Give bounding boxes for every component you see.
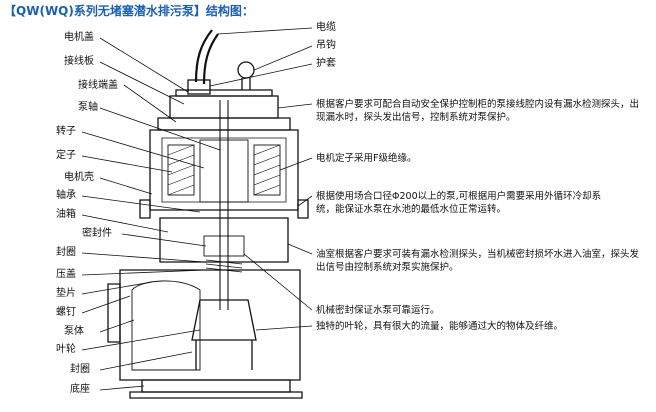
leader-stator <box>81 155 173 173</box>
title-model: QW(WQ)系列无堵塞潜水排污泵 <box>16 4 194 18</box>
leader-seal-note <box>243 253 313 311</box>
cable-drawing-2 <box>202 33 219 85</box>
cable-drawing <box>194 29 213 83</box>
label-terminal-cover: 接线端盖 <box>78 80 118 91</box>
leader-impeller-note <box>255 325 313 331</box>
pump-casing <box>119 269 301 381</box>
leader-bearing <box>81 195 201 213</box>
title-suffix: 结构图： <box>205 4 254 18</box>
stator-left <box>167 144 195 196</box>
leader-base <box>99 385 145 391</box>
base <box>141 379 291 393</box>
hook-stem <box>241 78 251 90</box>
volute <box>131 280 201 371</box>
label-pump-casing: 泵体 <box>64 326 84 337</box>
label-o-ring-2: 封圈 <box>70 364 90 375</box>
leader-shaft <box>99 107 221 151</box>
leader-rotor <box>81 131 205 169</box>
leader-seal <box>121 233 207 247</box>
cable-gland <box>187 79 211 95</box>
label-o-ring: 封圈 <box>56 247 76 258</box>
label-impeller: 叶轮 <box>56 344 76 355</box>
leader-o-ring <box>81 252 205 263</box>
leader-oil-note <box>287 243 313 255</box>
motor-cover <box>175 89 273 97</box>
page-title: 【QW(WQ)系列无堵塞潜水排污泵】结构图： <box>4 2 254 18</box>
label-terminal-board: 接线板 <box>64 56 94 67</box>
impeller <box>191 299 257 341</box>
oil-chamber <box>159 217 289 263</box>
label-rotor: 转子 <box>56 126 76 137</box>
label-gland: 压盖 <box>56 269 76 280</box>
leader-motor-cover <box>99 37 189 93</box>
note-leak-probe: 根据客户要求可配合自动安全保护控制柜的泵接线腔内设有漏水检测探头，出现漏水时，探… <box>316 99 640 123</box>
housing-flange-right <box>297 199 309 219</box>
stator-hatch-right <box>253 144 281 196</box>
leader-gasket <box>81 281 153 295</box>
leader-terminal-cover <box>123 84 177 123</box>
leader-impeller <box>81 329 201 351</box>
note-mechanical-seal: 机械密封保证水泵可靠运行。 <box>316 305 440 316</box>
housing-flange-left <box>139 199 151 219</box>
note-stator-insulation: 电机定子采用F级绝缘。 <box>316 153 417 164</box>
leader-sleeve <box>209 63 313 87</box>
leader-probe <box>277 103 313 109</box>
label-sleeve: 护套 <box>316 58 336 69</box>
label-hook: 吊钩 <box>316 40 336 51</box>
note-oil-chamber: 油室根据客户要求可装有漏水检测探头，当机械密封损坏水进入油室，探头发出信号由控制… <box>316 249 640 273</box>
label-base: 底座 <box>70 384 90 395</box>
leader-stator-note <box>279 157 313 171</box>
title-bracket-open: 【 <box>4 4 17 18</box>
leader-cable <box>217 27 313 35</box>
note-cooling-system: 根据使用场合口径Φ200以上的泵,可根据用户需要采用外循环冷却系统，能保证水泵在… <box>316 191 602 215</box>
label-stator: 定子 <box>56 150 76 161</box>
label-motor-housing: 电机壳 <box>64 172 94 183</box>
label-seal: 密封件 <box>82 228 112 239</box>
discharge-flange <box>107 283 121 343</box>
impeller-inlet <box>195 340 253 370</box>
label-cable: 电缆 <box>316 22 336 33</box>
right-leader-lines <box>209 27 313 331</box>
base-foot <box>129 391 303 399</box>
terminal-cover <box>157 117 291 131</box>
left-leader-lines <box>81 37 221 391</box>
leader-hook <box>253 45 313 71</box>
rotor <box>199 139 249 203</box>
pump-shaft <box>219 100 229 310</box>
label-screw: 螺钉 <box>56 307 76 318</box>
hook-ring <box>237 61 255 79</box>
label-bearing: 轴承 <box>56 190 76 201</box>
title-bracket-close: 】 <box>193 4 206 18</box>
label-pump-shaft: 泵轴 <box>78 102 98 113</box>
leader-cooling <box>297 195 313 207</box>
leader-gland <box>81 269 207 276</box>
leader-terminal-board <box>99 61 185 105</box>
motor-housing-inner <box>161 137 287 203</box>
leader-screw <box>81 295 131 314</box>
note-impeller: 独特的叶轮，具有很大的流量，能够通过大的物体及纤维。 <box>316 321 564 332</box>
label-gasket: 垫片 <box>56 288 76 299</box>
leader-oil-tank <box>81 214 169 233</box>
label-oil-tank: 油箱 <box>56 209 76 220</box>
stator-hatch-left <box>167 144 195 196</box>
leader-motor-housing <box>99 177 153 195</box>
label-motor-cover: 电机盖 <box>64 32 94 43</box>
leader-o-ring-2 <box>99 351 193 371</box>
junction-chamber <box>169 95 279 119</box>
motor-housing <box>149 129 299 211</box>
leader-casing <box>99 319 135 333</box>
mechanical-seal <box>203 235 245 257</box>
